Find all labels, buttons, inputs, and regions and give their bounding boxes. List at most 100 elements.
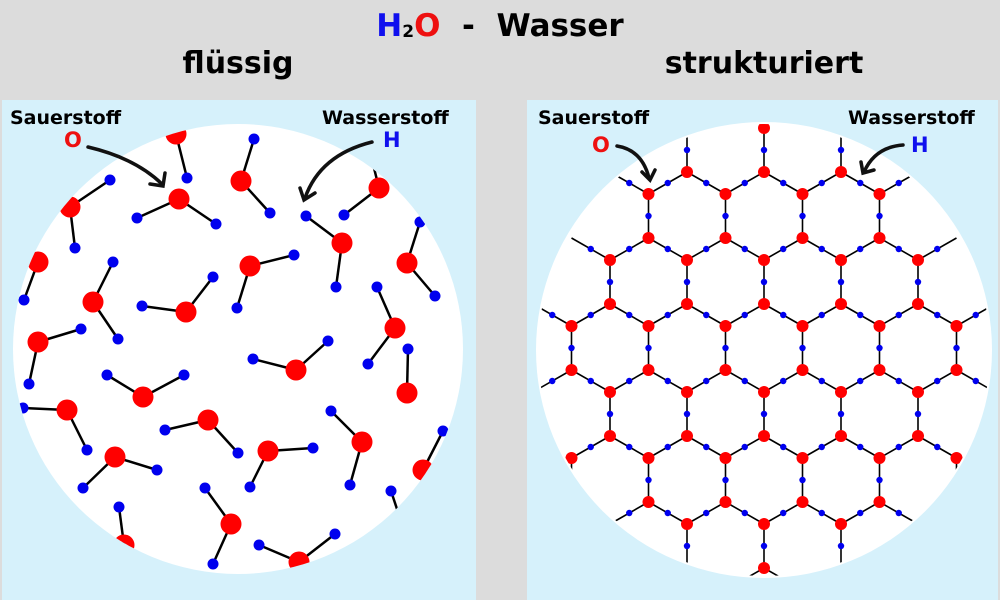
oxygen-atom <box>642 232 655 244</box>
hydrogen-atom <box>837 146 845 154</box>
oxygen-atom <box>719 320 732 332</box>
hydrogen-atom <box>329 528 341 540</box>
hydrogen-atom <box>780 377 787 385</box>
oxygen-atom <box>257 440 279 462</box>
hydrogen-atom <box>371 281 383 293</box>
oxygen-atom <box>719 364 732 376</box>
oxygen-atom <box>796 452 809 464</box>
hydrogen-atom <box>664 179 671 187</box>
oxygen-atom <box>796 232 809 244</box>
oxygen-atom <box>796 496 809 508</box>
hydrogen-atom <box>136 300 148 312</box>
hydrogen-atom <box>780 245 787 253</box>
hydrogen-atom <box>664 509 671 517</box>
hydrogen-atom <box>414 216 426 228</box>
hydrogen-atom <box>437 425 449 437</box>
hydrogen-atom <box>587 443 594 451</box>
oxygen-atom <box>758 386 770 398</box>
hydrogen-atom <box>741 377 748 385</box>
oxygen-atom <box>197 409 219 431</box>
hydrogen-atom <box>17 402 29 414</box>
hydrogen-atom <box>178 369 190 381</box>
hydrogen-atom <box>837 278 845 286</box>
hydrogen-atom <box>253 539 265 551</box>
hydrogen-atom <box>587 377 594 385</box>
hydrogen-atom <box>857 179 864 187</box>
oxygen-atom <box>391 513 413 535</box>
oxygen-atom <box>220 513 242 535</box>
oxygen-atom <box>758 254 770 266</box>
oxygen-atom <box>642 452 655 464</box>
hydrogen-atom <box>248 133 260 145</box>
oxygen-label: Sauerstoff <box>10 107 122 129</box>
hydrogen-atom <box>210 218 222 230</box>
oxygen-atom <box>565 320 578 332</box>
oxygen-atom <box>384 317 406 339</box>
oxygen-atom <box>165 124 187 145</box>
hydrogen-atom <box>683 146 691 154</box>
oxygen-atom <box>565 364 578 376</box>
oxygen-arrow <box>86 145 164 186</box>
hydrogen-arrowhead-right-icon <box>859 160 876 176</box>
oxygen-atom <box>239 255 261 277</box>
hydrogen-atom <box>288 249 300 261</box>
hydrogen-atom <box>780 311 787 319</box>
hydrogen-atom <box>972 377 979 385</box>
hydrogen-atom <box>549 377 556 385</box>
hydrogen-atom <box>722 212 729 220</box>
oxygen-atom <box>873 364 886 376</box>
oxygen-atom <box>796 320 809 332</box>
hydrogen-atom <box>857 245 864 253</box>
oxygen-atom <box>642 496 655 508</box>
oxygen-atom <box>873 452 886 464</box>
hydrogen-arrowhead-icon <box>298 186 317 203</box>
hydrogen-atom <box>837 410 845 418</box>
hydrogen-atom <box>837 542 845 550</box>
hydrogen-arrow-right <box>862 143 905 174</box>
oxygen-atom <box>604 430 616 442</box>
hydrogen-atom <box>587 245 594 253</box>
hydrogen-atom <box>344 479 356 491</box>
hydrogen-atom <box>683 278 691 286</box>
hydrogen-atom <box>741 311 748 319</box>
oxygen-atom <box>113 534 135 556</box>
oxygen-atom <box>835 254 847 266</box>
hydrogen-atom <box>75 323 87 335</box>
oxygen-atom <box>950 320 963 332</box>
hydrogen-arrow <box>303 140 374 200</box>
hydrogen-atom <box>722 344 729 352</box>
oxygen-atom <box>835 298 847 310</box>
hydrogen-atom <box>207 271 219 283</box>
hydrogen-atom <box>151 464 163 476</box>
oxygen-atom <box>412 459 434 481</box>
oxygen-atom <box>27 331 49 353</box>
oxygen-atom <box>132 386 154 408</box>
hydrogen-atom <box>818 509 825 517</box>
hydrogen-label-right: Wasserstoff <box>848 107 975 129</box>
hydrogen-atom <box>101 369 113 381</box>
hydrogen-atom <box>895 509 902 517</box>
hydrogen-atom <box>322 335 334 347</box>
hydrogen-atom <box>307 442 319 454</box>
oxygen-atom <box>912 254 924 266</box>
hydrogen-atom <box>934 443 941 451</box>
oxygen-arrow-right <box>615 144 651 180</box>
hydrogen-symbol: H <box>383 128 401 152</box>
hydrogen-atom <box>895 377 902 385</box>
oxygen-atom <box>950 452 963 464</box>
hydrogen-atom <box>914 278 922 286</box>
oxygen-atom <box>56 399 78 421</box>
oxygen-atom <box>104 446 126 468</box>
oxygen-atom <box>681 254 693 266</box>
hydrogen-atom <box>741 179 748 187</box>
hydrogen-atom <box>626 377 633 385</box>
oxygen-atom <box>681 298 693 310</box>
liquid-heading: flüssig <box>182 46 294 81</box>
oxygen-atom <box>59 196 81 218</box>
oxygen-atom <box>82 291 104 313</box>
hydrogen-atom <box>818 377 825 385</box>
page-title: H2O - Wasser <box>376 8 624 44</box>
hydrogen-atom <box>645 476 652 484</box>
hydrogen-atom <box>818 443 825 451</box>
